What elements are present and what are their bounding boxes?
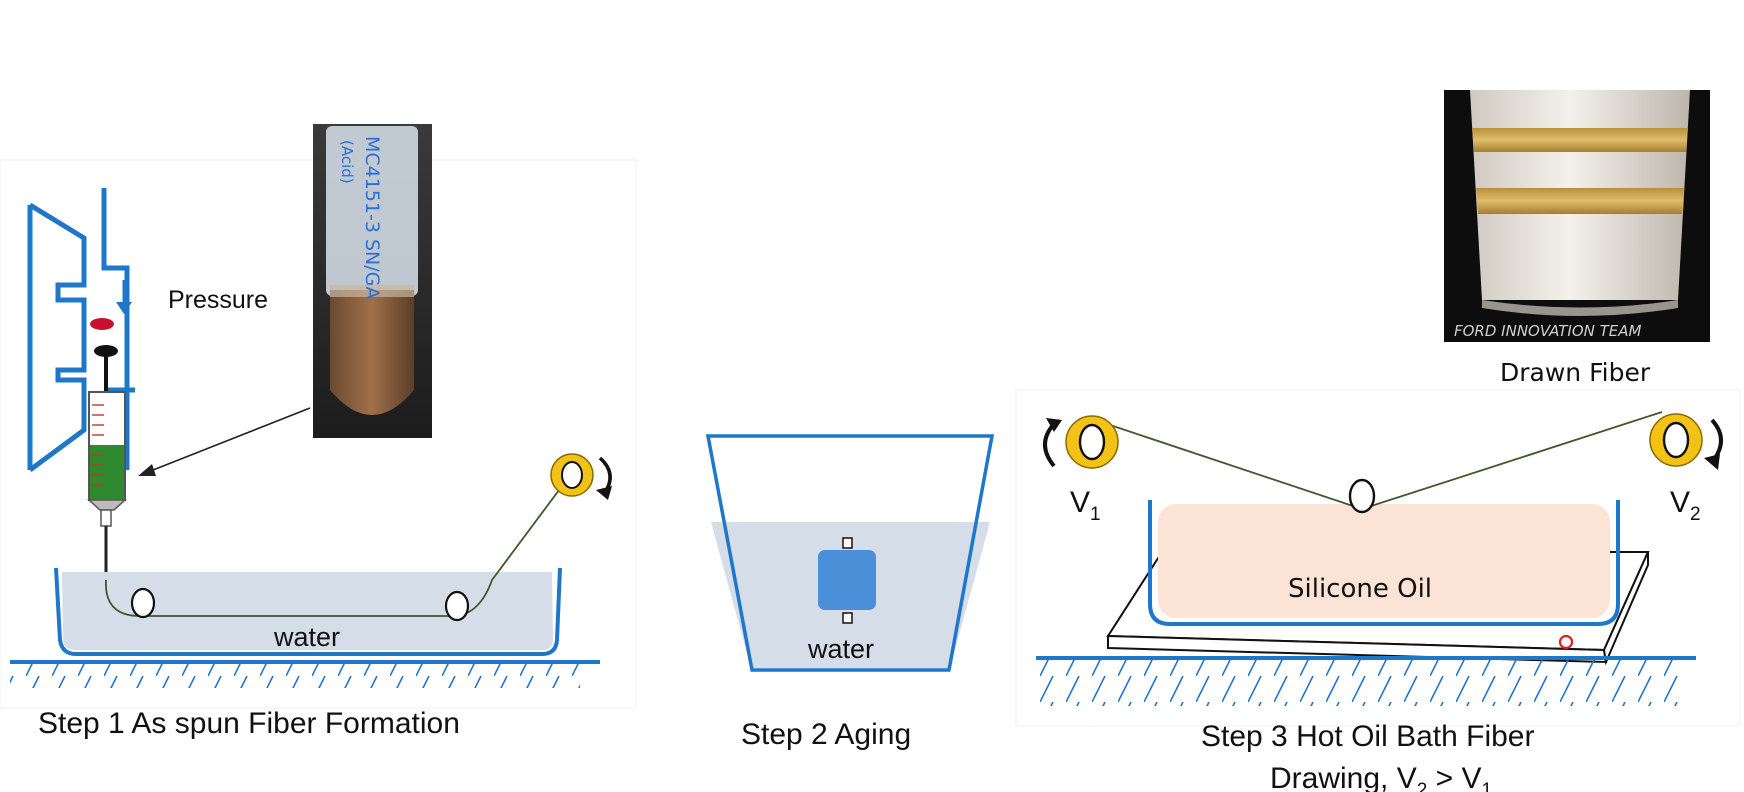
pressure-arrow [116, 280, 132, 314]
tube-label-line1: MC4151-3 SN/GA [361, 136, 383, 299]
spool-v1 [1065, 415, 1119, 469]
step2-water-label: water [807, 634, 874, 664]
syringe-pump-frame [27, 188, 135, 473]
tube-label-line2: (Acid) [338, 140, 356, 184]
step1-caption: Step 1 As spun Fiber Formation [38, 707, 460, 740]
syringe [87, 345, 127, 580]
step1-panel: Pressure MC4151-3 SN/GA [0, 124, 637, 740]
spool-v2 [1649, 413, 1703, 467]
step2-panel: water Step 2 Aging [705, 434, 995, 751]
step3-caption-line2: Drawing, V2 > V1 [1270, 762, 1492, 792]
spool-v2-rotation-icon [1704, 418, 1723, 470]
spool-v1-rotation-icon [1043, 418, 1062, 468]
v2-label: V2 [1670, 486, 1701, 525]
pressure-label: Pressure [168, 286, 268, 314]
step1-rotation-icon [596, 456, 612, 500]
photo-watermark: FORD INNOVATION TEAM [1454, 322, 1642, 340]
step3-caption-line1: Step 3 Hot Oil Bath Fiber [1201, 720, 1535, 753]
drawn-fiber-photo: FORD INNOVATION TEAM [1444, 90, 1710, 342]
step1-takeup-spool [550, 453, 594, 497]
step3-guide-roller [1348, 478, 1376, 514]
step1-guide-roller-1 [130, 587, 156, 619]
oil-bath [1148, 500, 1620, 626]
pressure-indicator [90, 318, 114, 330]
step3-panel: FORD INNOVATION TEAM Drawn Fiber Silicon… [1015, 90, 1741, 792]
oil-label: Silicone Oil [1288, 574, 1432, 604]
step1-guide-roller-2 [444, 590, 470, 622]
v1-label: V1 [1070, 486, 1101, 525]
step2-caption: Step 2 Aging [741, 718, 911, 751]
sample-tube-photo: MC4151-3 SN/GA (Acid) [313, 124, 432, 438]
step3-ground-hatch [1030, 660, 1690, 706]
step1-water-label: water [273, 622, 340, 652]
pointer-arrow [138, 407, 311, 476]
aging-sample [818, 537, 876, 624]
step1-water-bath [10, 567, 600, 688]
hot-plate-indicator [1558, 634, 1574, 650]
drawn-fiber-caption: Drawn Fiber [1500, 358, 1651, 387]
